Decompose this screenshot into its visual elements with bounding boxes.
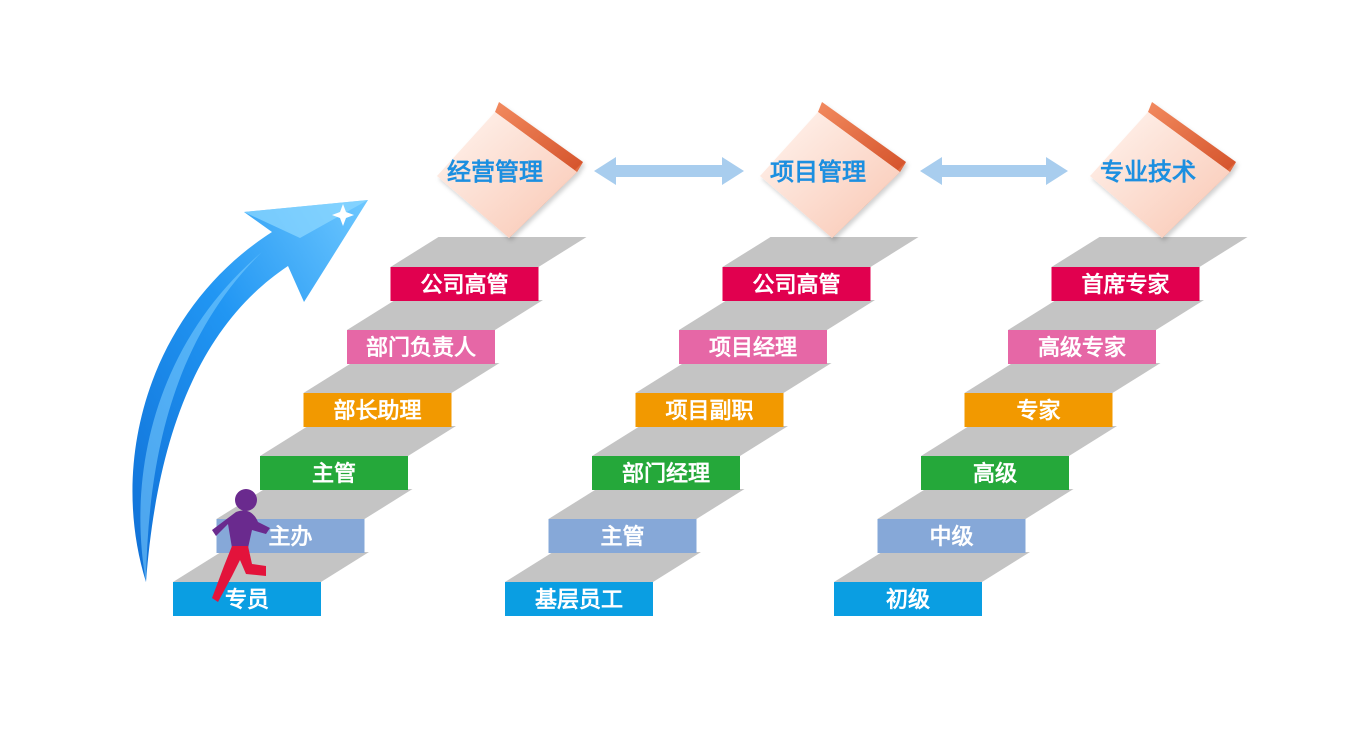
stair-tread: [834, 552, 1030, 582]
sparkle-icon: [332, 204, 354, 226]
stair-tread: [592, 426, 788, 456]
step-4: 专家: [964, 393, 1113, 427]
cube-top-face: [818, 102, 906, 172]
step-label: 专家: [1016, 398, 1061, 424]
step-3: 部门经理: [592, 456, 740, 490]
step-label: 项目副职: [665, 398, 753, 424]
step-6: 公司高管: [722, 267, 871, 301]
cube-top-face: [495, 102, 583, 172]
step-box: [921, 456, 1069, 490]
step-box: [173, 582, 321, 616]
step-6: 公司高管: [390, 267, 539, 301]
track-header-cube: 经营管理: [437, 102, 583, 238]
track-title: 经营管理: [447, 157, 543, 186]
step-label: 主管: [600, 524, 644, 550]
step-box: [260, 456, 408, 490]
step-box: [877, 519, 1026, 553]
step-label: 主管: [312, 461, 356, 487]
step-box: [505, 582, 653, 616]
double-arrow-icon: [594, 157, 744, 185]
step-label: 中级: [929, 524, 973, 550]
person-climbing-icon: [212, 489, 270, 602]
step-label: 部门经理: [622, 461, 710, 487]
career-track-1: 专员 主办 主管 部长助理 部门负责人 公司高管 经营管理: [173, 102, 587, 616]
step-1: 专员: [173, 582, 321, 616]
step-box: [964, 393, 1113, 427]
step-label: 高级专家: [1038, 335, 1127, 361]
stair-tread: [347, 300, 543, 330]
step-5: 高级专家: [1008, 330, 1156, 364]
stair-tread: [1051, 237, 1248, 267]
step-2: 主管: [548, 519, 697, 553]
stair-tread: [173, 552, 369, 582]
step-box: [548, 519, 697, 553]
step-4: 项目副职: [635, 393, 784, 427]
stair-tread: [964, 363, 1161, 393]
cube-front-face: [1090, 112, 1230, 238]
step-3: 主管: [260, 456, 408, 490]
cube-top-face: [1148, 102, 1236, 172]
step-box: [635, 393, 784, 427]
step-box: [834, 582, 982, 616]
step-label: 部门负责人: [366, 335, 476, 361]
step-5: 项目经理: [679, 330, 827, 364]
track-header-cube: 专业技术: [1090, 102, 1236, 238]
step-3: 高级: [921, 456, 1069, 490]
stair-tread: [635, 363, 832, 393]
stair-tread: [548, 489, 745, 519]
step-label: 公司高管: [420, 272, 508, 298]
step-box: [1008, 330, 1156, 364]
stair-tread: [216, 489, 413, 519]
step-box: [1051, 267, 1200, 301]
stair-tread: [505, 552, 701, 582]
step-1: 基层员工: [505, 582, 653, 616]
career-track-2: 基层员工 主管 部门经理 项目副职 项目经理 公司高管 项目管理: [505, 102, 919, 616]
step-box: [592, 456, 740, 490]
cube-front-face: [760, 112, 900, 238]
stair-tread: [390, 237, 587, 267]
stair-tread: [1008, 300, 1204, 330]
step-label: 项目经理: [709, 335, 797, 361]
track-title: 项目管理: [770, 157, 866, 186]
step-label: 专员: [225, 587, 269, 613]
step-5: 部门负责人: [347, 330, 495, 364]
stair-tread: [303, 363, 500, 393]
step-2: 中级: [877, 519, 1026, 553]
step-box: [679, 330, 827, 364]
step-label: 初级: [886, 587, 930, 613]
track-header-cube: 项目管理: [760, 102, 906, 238]
stair-tread: [921, 426, 1117, 456]
stair-tread: [260, 426, 456, 456]
step-label: 基层员工: [535, 587, 623, 613]
step-1: 初级: [834, 582, 982, 616]
step-label: 高级: [973, 461, 1017, 487]
cube-front-face: [437, 112, 577, 238]
step-label: 公司高管: [752, 272, 840, 298]
step-6: 首席专家: [1051, 267, 1200, 301]
step-box: [303, 393, 452, 427]
track-title: 专业技术: [1100, 157, 1196, 186]
step-label: 首席专家: [1081, 272, 1170, 298]
stair-tread: [679, 300, 875, 330]
step-box: [722, 267, 871, 301]
stair-tread: [877, 489, 1074, 519]
double-arrow-icon: [920, 157, 1068, 185]
step-label: 主办: [268, 524, 312, 550]
step-box: [390, 267, 539, 301]
step-4: 部长助理: [303, 393, 452, 427]
stair-tread: [722, 237, 919, 267]
curved-up-arrow-icon: [132, 200, 368, 582]
step-label: 部长助理: [333, 398, 421, 424]
step-box: [347, 330, 495, 364]
